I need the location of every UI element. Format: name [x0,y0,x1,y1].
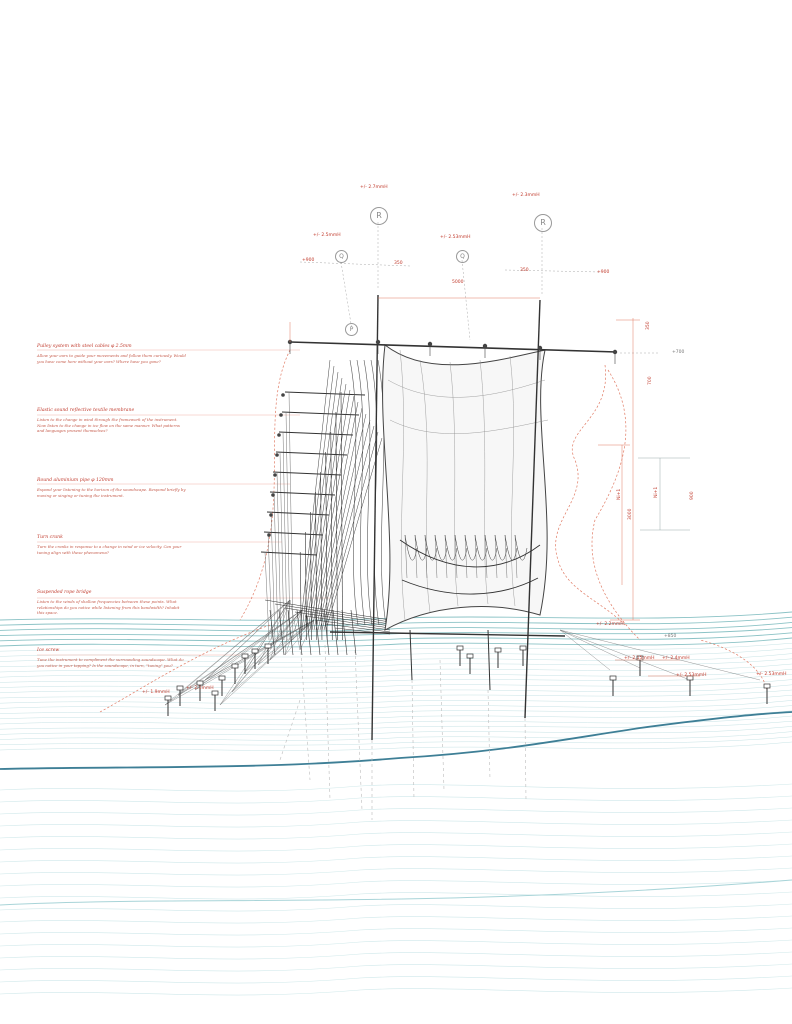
annotation-body: Listen to the winds of shallow frequenci… [37,599,180,616]
aluminium-poles [289,294,618,741]
dim-v-700: 700 [648,376,653,385]
annotation-rope-bridge: Suspended rope bridge Listen to the wind… [37,590,187,616]
annotation-turn-crank: Turn crank Turn the cranks in response t… [37,535,187,555]
foundation-dashed-lines [279,639,527,820]
membrane-seams [387,349,549,621]
dim-plus900-right: +900 [597,270,610,275]
annotation-title: Turn crank [37,535,63,540]
dim-v-3000: 3000 [628,508,633,520]
annotation-title: Round aluminium pipe φ 120mm [37,478,114,483]
cable-dashed-curves [99,349,768,713]
dim-5000: 5000 [452,280,464,285]
dim-right-mid: +850 [664,634,677,639]
dim-elev-q-mid: +/- 2.53mmH [440,235,471,240]
dim-v-var-b: Ni+1 [654,486,659,498]
dim-screw-c: +/- 2.2mmH [596,622,624,627]
annotation-pulley-system: Pulley system with steel cables φ 2.5mm … [37,344,187,364]
annotation-title: Pulley system with steel cables φ 2.5mm [37,344,132,349]
marker-q-left: Q [335,250,348,263]
annotation-ice-screw: Ice screw Tune the instrument to complim… [37,648,187,668]
dim-screw-a: +/- 1.9mmH [142,690,170,695]
dim-350-left: 350 [394,261,403,266]
ice-water-contours [0,611,792,751]
annotation-body: Listen to the change in wind through the… [37,417,180,434]
textile-membrane [382,344,548,631]
annotation-textile-membrane: Elastic sound reflective textile membran… [37,408,187,434]
annotation-leader-lines [37,349,330,656]
annotation-body: Allow your ears to guide your movements … [37,353,186,364]
annotation-body: Expand your listening to the horizon of … [37,487,186,498]
dim-screw-e: +/- 2.4mmH [662,656,690,661]
ice-screws [164,643,771,716]
reference-lines [299,222,660,354]
annotation-body: Tune the instrument to compliment the su… [37,657,184,668]
annotation-title: Suspended rope bridge [37,590,92,595]
marker-r-right: R [534,214,552,232]
dim-elev-q-left: +/- 2.5mmH [313,233,341,238]
marker-r-left: R [370,207,388,225]
annotation-title: Elastic sound reflective textile membran… [37,408,135,413]
receding-frames [260,359,391,656]
annotation-title: Ice screw [37,648,60,653]
ground-contours [0,783,792,996]
dim-v-900: 900 [690,491,695,500]
dim-plus900-left: +900 [302,258,315,263]
marker-p: P [345,323,358,336]
dim-screw-b: +/- 2.1mmH [186,686,214,691]
dim-screw-d: +/- 2.15mmH [624,656,655,661]
dimension-lines [289,297,700,677]
annotation-aluminium-pipe: Round aluminium pipe φ 120mm Expand your… [37,478,187,498]
dim-v-350: 350 [646,321,651,330]
dim-elev-top-right: +/- 2.3mmH [512,193,540,198]
dim-350-right: 350 [520,268,529,273]
dim-right-top: +700 [672,350,685,355]
annotation-body: Turn the cranks in response to a change … [37,544,182,555]
marker-q-right: Q [456,250,469,263]
dim-elev-top-left: +/- 2.7mmH [360,185,388,190]
pulley-nodes [267,339,618,537]
dim-screw-g: +/- 2.53mmH [756,672,787,677]
dim-v-var-a: Ni+1 [617,488,622,500]
dim-screw-f: +/- 2.53mmH [676,673,707,678]
suspended-rope-bridge [399,534,541,595]
shoreline [0,711,792,770]
